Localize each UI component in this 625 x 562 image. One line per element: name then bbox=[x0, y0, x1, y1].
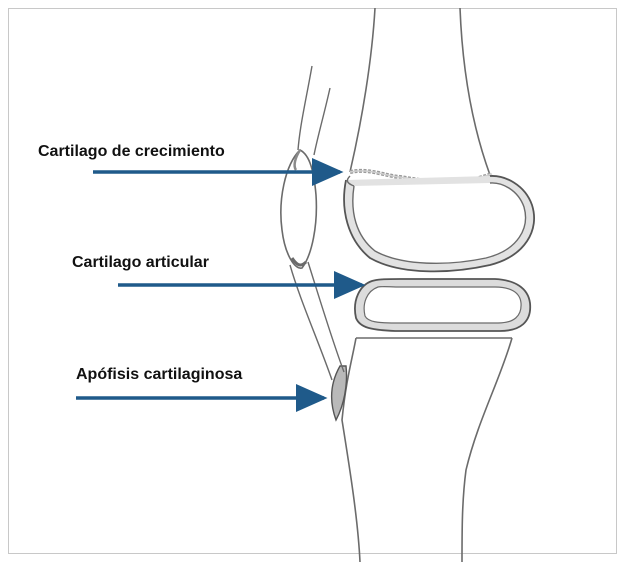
patellar-tendon bbox=[290, 262, 344, 380]
label-growth-cartilage: Cartilago de crecimiento bbox=[38, 143, 225, 161]
femur-shaft bbox=[350, 8, 490, 175]
label-apophysis: Apófisis cartilaginosa bbox=[76, 366, 242, 384]
tibia bbox=[342, 338, 512, 562]
patella bbox=[281, 150, 316, 268]
quadriceps-tendon bbox=[298, 66, 330, 155]
label-articular-cartilage: Cartilago articular bbox=[72, 254, 209, 272]
apophysis-shape bbox=[332, 366, 347, 420]
